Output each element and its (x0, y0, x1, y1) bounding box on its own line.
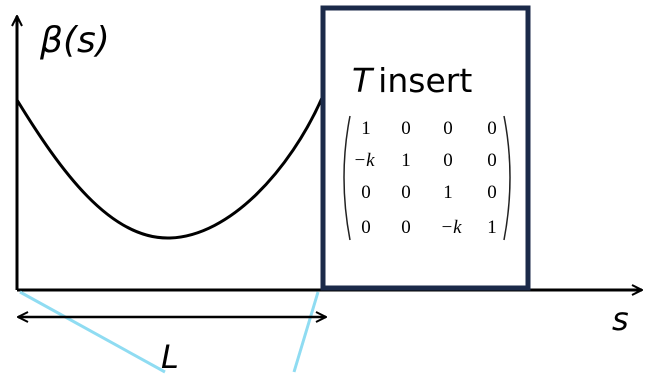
beta-curve (15, 97, 324, 240)
matrix-cell: 0 (361, 217, 371, 238)
aux-line-left (19, 290, 166, 374)
insert-title-symbol: T (352, 61, 375, 100)
matrix-cell: 0 (487, 118, 497, 139)
matrix-cell: 0 (487, 150, 497, 171)
matrix-cell: 1 (443, 182, 453, 203)
matrix-cell: 1 (401, 150, 411, 171)
matrix-cell: 0 (487, 182, 497, 203)
transfer-matrix: 1 0 0 0 −k 1 0 0 0 0 1 0 0 0 −k 1 (353, 118, 496, 238)
matrix-cell: −k (440, 217, 462, 238)
matrix-cell: 0 (361, 182, 371, 203)
length-label: L (161, 338, 179, 374)
insert-box (320, 5, 531, 291)
matrix-cell: 0 (401, 182, 411, 203)
y-axis-label: β(s) (39, 20, 110, 61)
matrix-cell: 0 (401, 217, 411, 238)
insert-title-text: insert (378, 61, 472, 100)
matrix-cell: 1 (361, 118, 371, 139)
aux-line-right (292, 291, 320, 373)
matrix-cell: 0 (443, 118, 453, 139)
matrix-cell: 0 (443, 150, 453, 171)
matrix-left-paren (343, 115, 351, 241)
matrix-cell: 1 (487, 217, 497, 238)
matrix-right-paren (503, 115, 511, 241)
matrix-cell: 0 (401, 118, 411, 139)
matrix-cell: −k (353, 150, 375, 171)
x-axis-label: s (612, 300, 629, 338)
